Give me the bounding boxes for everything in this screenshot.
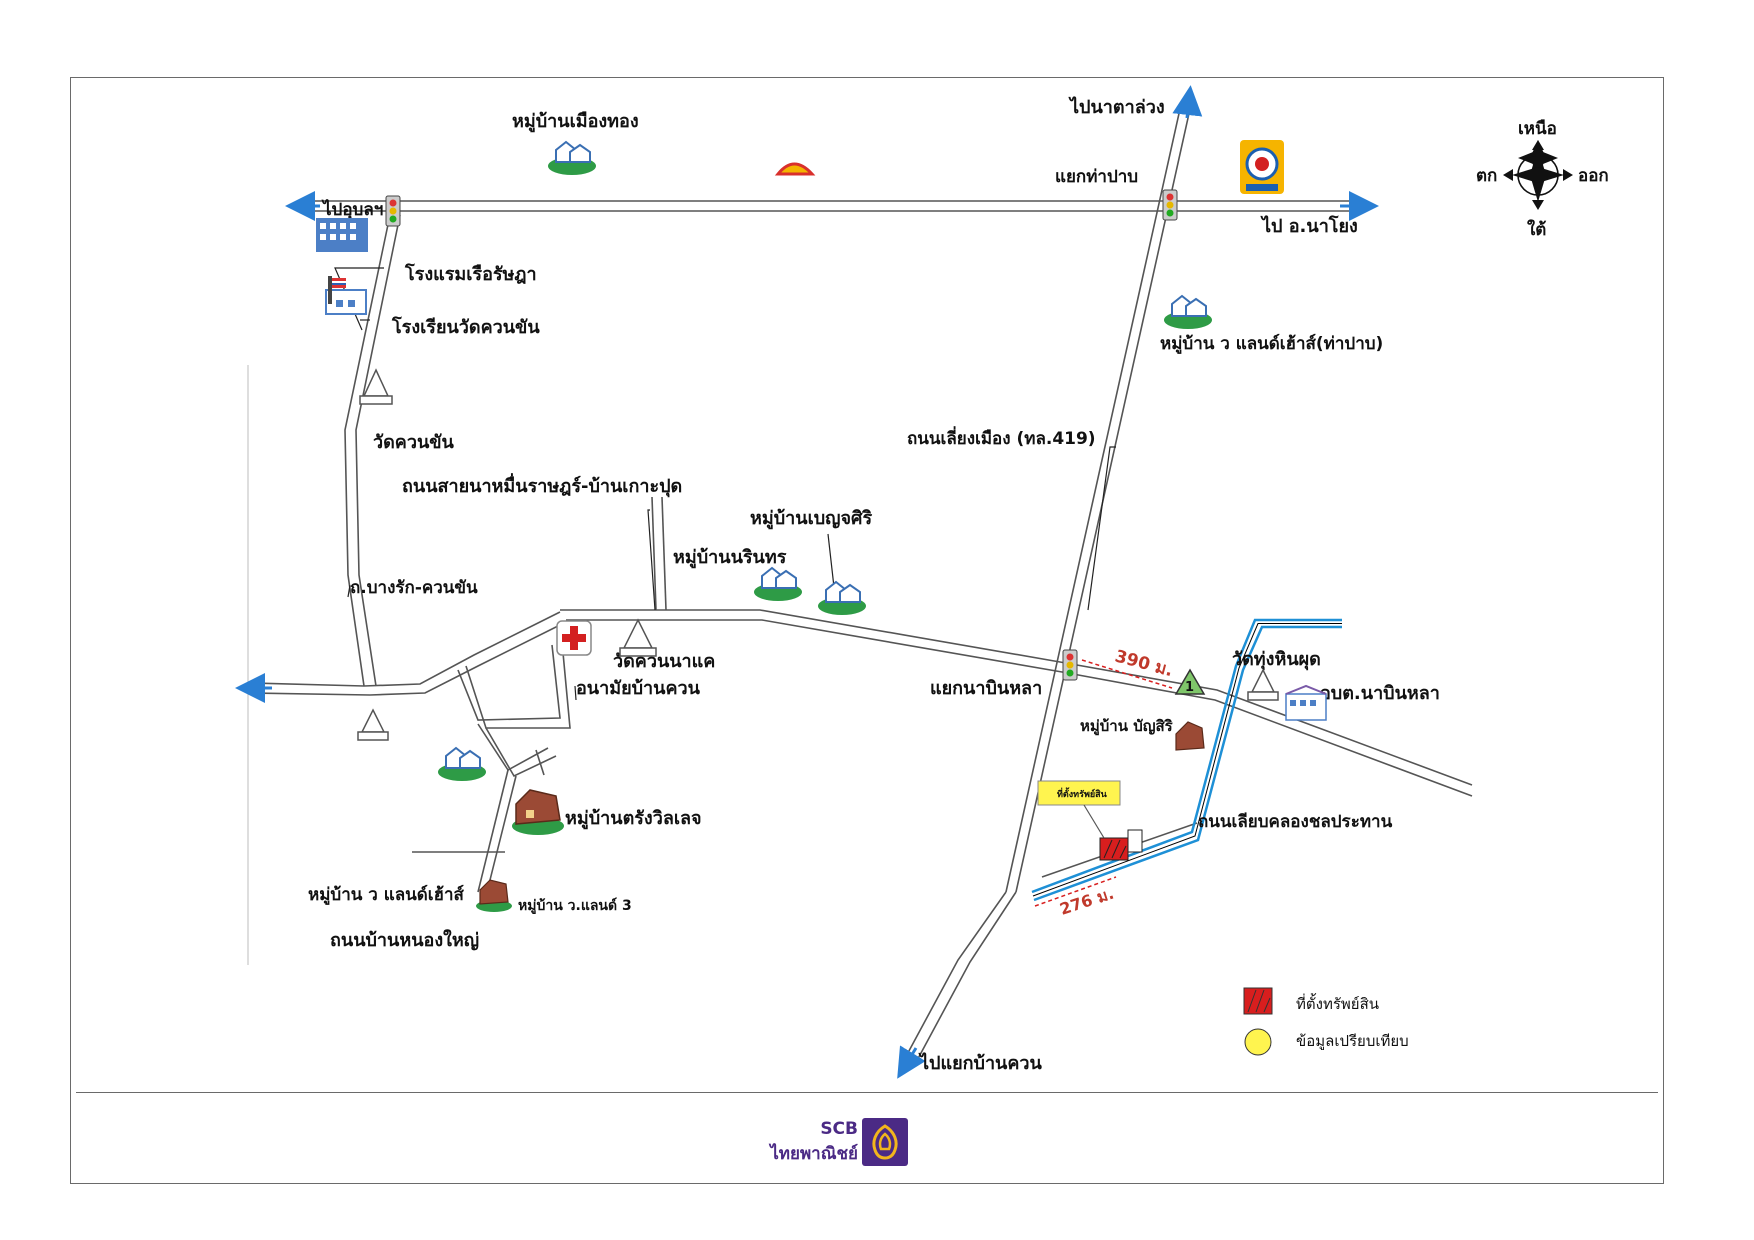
label-bypass-road: ถนนเลี่ยงเมือง (ทล.419) <box>907 426 1096 449</box>
legend: ที่ตั้งทรัพย์สิน ข้อมูลเปรียบเทียบ <box>1243 987 1409 1056</box>
callout-text: ที่ตั้งทรัพย์สิน <box>1057 787 1108 800</box>
village-icon <box>438 746 486 781</box>
label-to-ubon: ไปอุบลฯ <box>321 199 383 220</box>
label-road-nongyai: ถนนบ้านหนองใหญ่ <box>330 929 479 951</box>
label-to-nayong: ไป อ.นาโยง <box>1260 215 1358 237</box>
label-to-nataluang: ไปนาตาล่วง <box>1068 96 1165 118</box>
traffic-light-icon <box>1062 649 1078 681</box>
temple-icon <box>619 618 657 657</box>
map-labels: หมู่บ้านเมืองทอง ไปอุบลฯ ไปนาตาล่วง แยกท… <box>308 96 1440 1074</box>
house-icon <box>476 879 512 912</box>
label-road-sai-na: ถนนสายนาหมื่นราษฎร์-บ้านเกาะปุด <box>402 473 682 498</box>
roads <box>249 99 1473 1067</box>
village-icon <box>1164 294 1212 329</box>
label-muang-thong: หมู่บ้านเมืองทอง <box>512 111 639 133</box>
comparison-spot <box>1170 756 1202 788</box>
label-canal-road: ถนนเลียบคลองชลประทาน <box>1198 811 1393 832</box>
label-village-narintorn: หมู่บ้านนรินทร <box>673 547 787 569</box>
label-school: โรงเรียนวัดควนขัน <box>391 316 540 338</box>
legend-property-label: ที่ตั้งทรัพย์สิน <box>1296 993 1379 1013</box>
label-village-w-land: หมู่บ้าน ว แลนด์เฮ้าส์ <box>308 884 465 906</box>
distance-label-390: 390 ม. <box>1113 647 1175 682</box>
traffic-light-icon <box>1162 189 1178 221</box>
label-yaek-nabinla: แยกนาบินหลา <box>930 678 1042 699</box>
health-station-icon <box>556 620 592 656</box>
property-callout: ที่ตั้งทรัพย์สิน <box>1037 780 1121 839</box>
temple-icon <box>1247 668 1279 701</box>
village-icon <box>548 140 596 175</box>
label-wat-thunghinphut: วัดทุ่งหินผุด <box>1232 649 1321 671</box>
gas-station-icon <box>1240 140 1284 194</box>
label-village-benjasiri: หมู่บ้านเบญจศิริ <box>750 508 872 530</box>
label-village-w-land-thapap: หมู่บ้าน ว แลนด์เฮ้าส์(ท่าปาบ) <box>1160 333 1383 355</box>
direction-arrows <box>235 85 1379 1079</box>
label-village-w-land3: หมู่บ้าน ว.แลนด์ 3 <box>518 897 632 914</box>
compass-south: ใต้ <box>1527 219 1546 240</box>
house-icon <box>1175 721 1205 751</box>
office-icon <box>1285 684 1327 721</box>
scb-logo-icon <box>862 1118 908 1166</box>
traffic-light-icon <box>385 195 401 227</box>
label-obt-nabinla: อบต.นาบินหลา <box>1320 683 1440 704</box>
label-village-trangvillage: หมู่บ้านตรังวิลเลจ <box>565 808 702 830</box>
distance-390: 390 ม. <box>1081 647 1175 689</box>
label-yaek-thapap: แยกท่าปาบ <box>1055 167 1138 187</box>
village-icon <box>818 580 866 615</box>
label-health-station: อนามัยบ้านควน <box>576 678 701 699</box>
temple-icon <box>357 708 389 741</box>
hotel-icon <box>316 218 368 252</box>
label-wat-khuankhan: วัดควนขัน <box>373 432 455 453</box>
village-icon <box>754 566 802 601</box>
warning-sign-icon: 1 <box>1174 668 1206 695</box>
property-marker <box>1099 829 1143 861</box>
temple-icon <box>359 368 393 405</box>
legend-comparison-label: ข้อมูลเปรียบเทียบ <box>1296 1032 1409 1050</box>
label-village-bunsiri: หมู่บ้าน บัญสิริ <box>1080 717 1174 736</box>
label-to-yaek-bankhuan: ไปแยกบ้านควน <box>918 1052 1043 1074</box>
brand-name-th: ไทยพาณิชย์ <box>770 1144 858 1164</box>
compass-east: ออก <box>1578 166 1609 186</box>
compass-north: เหนือ <box>1518 118 1557 139</box>
gas-station-icon <box>774 162 816 176</box>
compass-rose: เหนือ ใต้ ตก ออก <box>1476 118 1609 240</box>
warning-sign-number: 1 <box>1185 680 1194 695</box>
label-road-bangrak: ถ.บางรัก-ควนขัน <box>350 578 478 598</box>
school-icon <box>325 276 367 315</box>
house-icon <box>512 789 564 835</box>
map-frame <box>70 77 1664 1184</box>
compass-west: ตก <box>1476 166 1497 186</box>
brand-name-en: SCB <box>820 1119 858 1139</box>
distance-276: 276 ม. <box>1034 876 1117 919</box>
label-hotel: โรงแรมเรือรัษฎา <box>404 263 537 285</box>
canal-centerline <box>1032 623 1342 897</box>
comparison-spot <box>504 861 532 889</box>
footer-divider <box>76 1092 1658 1093</box>
